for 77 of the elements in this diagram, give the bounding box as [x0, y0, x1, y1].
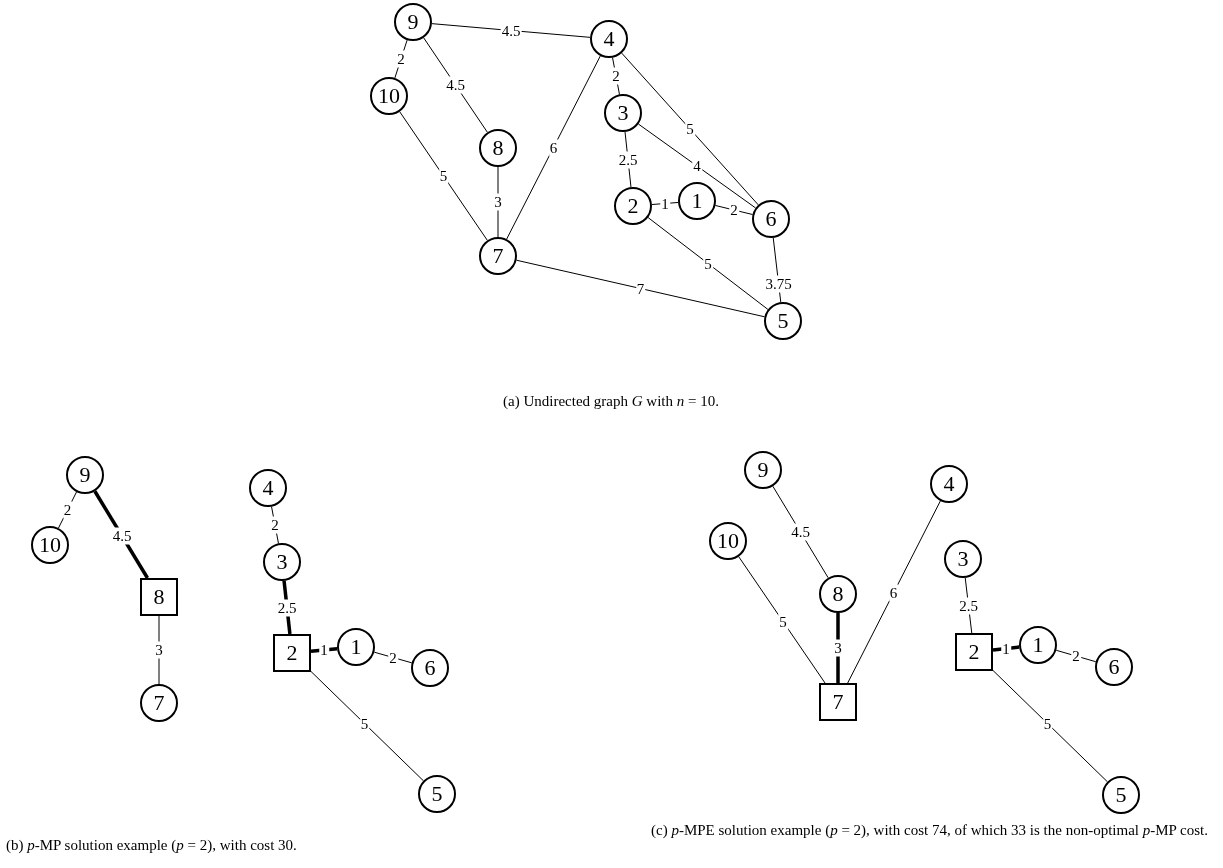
vertex-circle: 8	[479, 129, 517, 167]
graph-edge	[964, 577, 973, 634]
edge-label: 4.5	[111, 527, 133, 545]
edge-label: 4.5	[445, 76, 466, 94]
graph-edge	[714, 205, 754, 215]
edge-label: 3.75	[764, 275, 793, 293]
graph-edge	[93, 490, 149, 579]
graph-edge	[516, 259, 765, 318]
vertex-circle: 2	[614, 187, 652, 225]
edge-label: 2	[270, 516, 280, 534]
graph-edge	[431, 23, 591, 38]
subfigure-caption: (a) Undirected graph G with n = 10.	[502, 392, 720, 411]
edge-label: 5	[778, 613, 788, 630]
vertex-circle: 10	[709, 522, 747, 560]
graph-edge	[497, 166, 499, 238]
edge-label: 6	[888, 584, 899, 602]
vertex-circle: 9	[744, 451, 782, 489]
edge-label: 2	[62, 501, 73, 519]
graph-edge	[772, 485, 829, 579]
graph-edge	[399, 111, 488, 241]
graph-edge	[373, 651, 413, 664]
graph-edge	[506, 55, 601, 240]
graph-edge	[282, 580, 292, 635]
edge-label: 2	[611, 67, 621, 85]
graph-edge	[992, 670, 1108, 783]
edge-label: 3	[493, 193, 503, 211]
vertex-square: 7	[819, 683, 857, 721]
edge-label: 4.5	[790, 523, 811, 541]
vertex-circle: 3	[263, 543, 301, 581]
vertex-square: 2	[955, 633, 993, 671]
graph-edge	[423, 37, 488, 133]
edge-label: 2.5	[958, 597, 979, 614]
edge-label: 2.5	[276, 599, 298, 616]
edge-label: 2	[396, 50, 406, 68]
vertex-circle: 6	[1095, 648, 1133, 686]
vertex-square: 2	[273, 634, 311, 672]
vertex-circle: 1	[1019, 626, 1057, 664]
vertex-circle: 7	[479, 237, 517, 275]
vertex-circle: 1	[678, 182, 716, 220]
vertex-square: 8	[140, 578, 178, 616]
vertex-circle: 4	[249, 469, 287, 507]
graph-edge	[651, 202, 679, 205]
vertex-circle: 1	[337, 628, 375, 666]
vertex-circle: 6	[752, 200, 790, 238]
vertex-circle: 4	[590, 20, 628, 58]
vertex-circle: 3	[604, 94, 642, 132]
graph-edge	[637, 123, 757, 209]
vertex-circle: 3	[944, 540, 982, 578]
vertex-circle: 10	[370, 77, 408, 115]
graph-edge	[310, 671, 424, 782]
graph-edge	[992, 645, 1020, 652]
vertex-circle: 6	[411, 649, 449, 687]
vertex-circle: 8	[819, 575, 857, 613]
edge-label: 3	[833, 639, 843, 657]
subfigure-caption: (c) p-MPE solution example (p = 2), with cost 74, of which 33 is the non-optimal p-MP cost.	[651, 821, 1209, 840]
vertex-circle: 10	[31, 526, 69, 564]
graph-edge	[1055, 649, 1097, 663]
graph-edge	[647, 217, 769, 310]
edge-label: 6	[548, 139, 559, 156]
vertex-circle: 4	[930, 465, 968, 503]
subfigure-caption: (b) p-MP solution example (p = 2), with cost 30.	[6, 836, 298, 855]
graph-edge	[847, 500, 941, 684]
vertex-circle: 5	[764, 302, 802, 340]
edge-label: 2.5	[617, 151, 639, 168]
edge-label: 3	[154, 641, 164, 659]
vertex-circle: 9	[394, 3, 432, 41]
graph-edge	[310, 647, 338, 653]
edge-label: 5	[685, 120, 695, 138]
graph-edge	[836, 613, 840, 683]
edge-label: 5	[438, 167, 449, 185]
vertex-circle: 5	[1102, 776, 1140, 814]
vertex-circle: 9	[66, 456, 104, 494]
graph-edge	[738, 556, 826, 684]
graph-edge	[624, 131, 632, 188]
graph-edge	[621, 52, 759, 206]
vertex-circle: 5	[418, 775, 456, 813]
vertex-circle: 7	[140, 684, 178, 722]
